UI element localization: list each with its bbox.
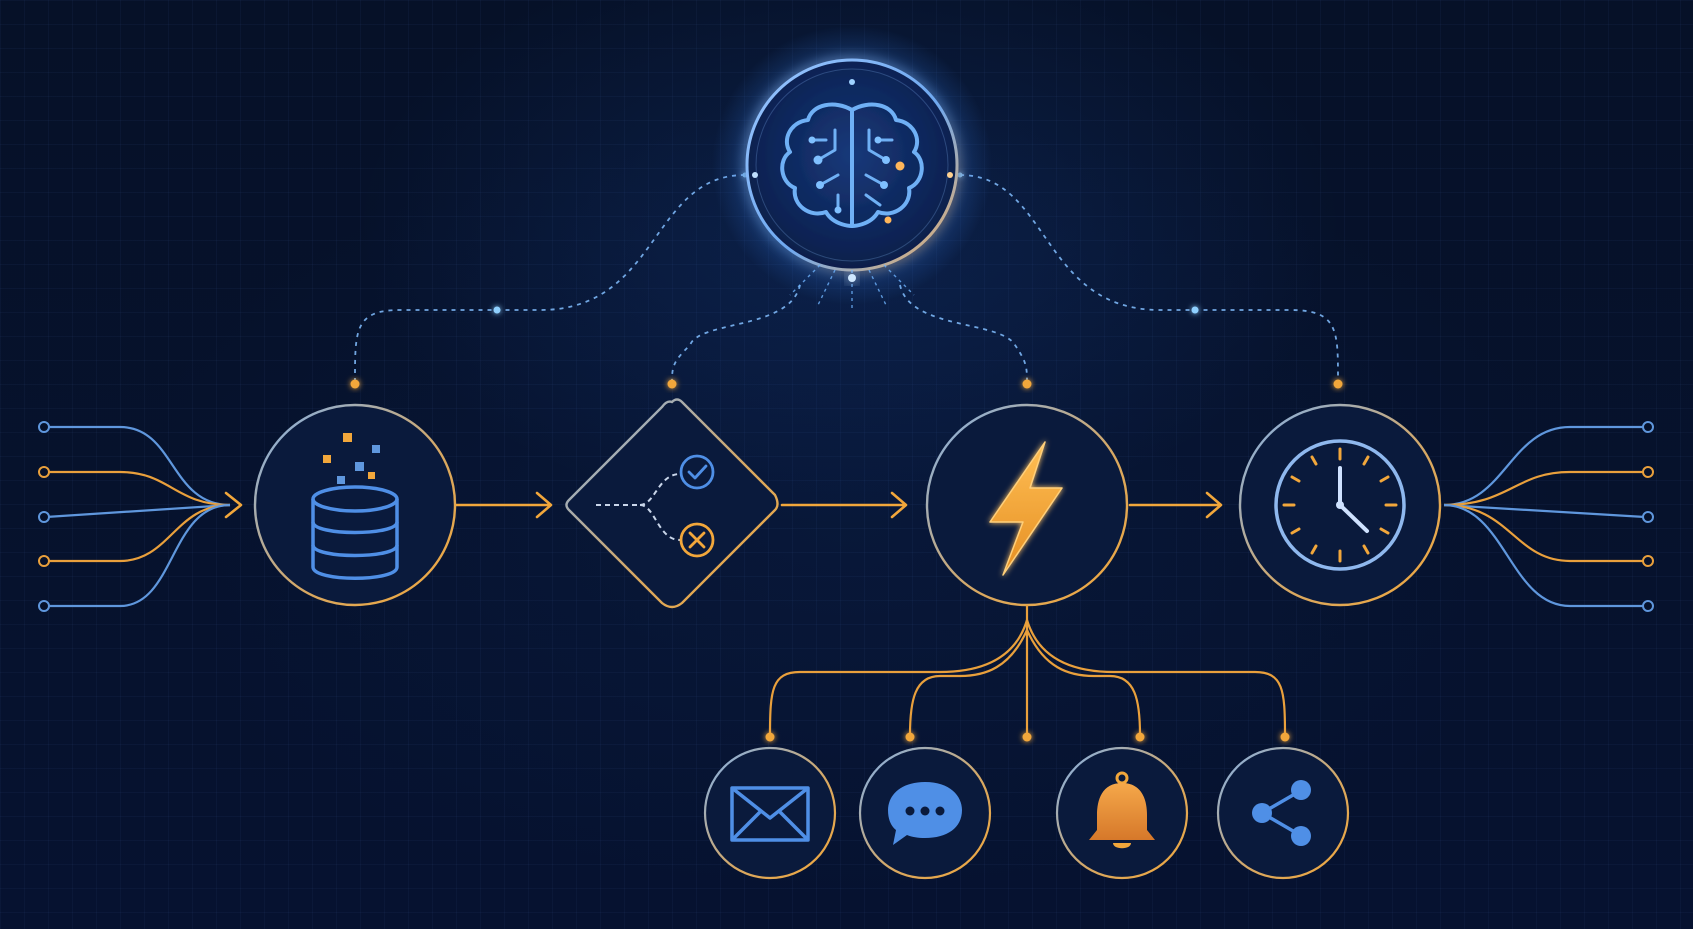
hub-link-endpoints bbox=[350, 379, 1343, 389]
output-lines bbox=[1443, 425, 1646, 608]
envelope-icon bbox=[730, 786, 810, 842]
output-chat bbox=[858, 746, 992, 880]
hub-link-schedule bbox=[959, 174, 1339, 381]
input-line-3 bbox=[45, 503, 231, 519]
arrow-decision-to-trigger bbox=[780, 491, 908, 519]
output-line-1 bbox=[1443, 425, 1645, 507]
data-particles bbox=[323, 433, 380, 484]
check-icon bbox=[679, 454, 715, 490]
input-line-2 bbox=[46, 470, 231, 507]
hub-links bbox=[354, 174, 1339, 381]
database-icon bbox=[311, 485, 399, 580]
branch-endpoints bbox=[765, 732, 1290, 742]
hub-rays bbox=[789, 264, 915, 310]
arrow-data-to-decision bbox=[453, 491, 553, 519]
input-arrowhead bbox=[224, 491, 243, 519]
bell-icon bbox=[1089, 771, 1155, 849]
input-endpoints bbox=[38, 421, 50, 612]
output-line-4 bbox=[1443, 503, 1645, 563]
share-icon bbox=[1252, 780, 1311, 846]
stage-arrows bbox=[453, 491, 1223, 519]
ai-hub bbox=[712, 25, 992, 310]
output-email bbox=[703, 746, 837, 880]
output-line-5 bbox=[1443, 503, 1645, 608]
brain-circuit-icon bbox=[780, 102, 924, 228]
stage-schedule bbox=[1238, 403, 1442, 607]
stage-trigger bbox=[925, 403, 1129, 607]
cross-icon bbox=[679, 522, 715, 558]
output-branches bbox=[768, 605, 1287, 736]
hub-link-trigger bbox=[899, 284, 1028, 381]
branch-check-cross-icon bbox=[596, 454, 715, 558]
output-line-3 bbox=[1443, 503, 1646, 519]
input-line-4 bbox=[46, 503, 231, 563]
hub-link-decision bbox=[671, 284, 801, 381]
output-endpoints bbox=[1642, 421, 1654, 612]
output-notification bbox=[1055, 746, 1189, 880]
output-share bbox=[1216, 746, 1350, 880]
arrow-trigger-to-schedule bbox=[1128, 491, 1223, 519]
stage-decision bbox=[565, 398, 779, 609]
input-line-5 bbox=[46, 503, 231, 608]
clock-icon bbox=[1274, 439, 1406, 571]
input-lines bbox=[45, 425, 231, 608]
output-line-2 bbox=[1443, 470, 1645, 507]
input-line-1 bbox=[46, 425, 231, 507]
lightning-bolt-icon bbox=[989, 441, 1063, 576]
chat-bubble-icon bbox=[888, 782, 962, 845]
brain-nodes bbox=[808, 136, 905, 224]
stage-data bbox=[253, 403, 457, 607]
